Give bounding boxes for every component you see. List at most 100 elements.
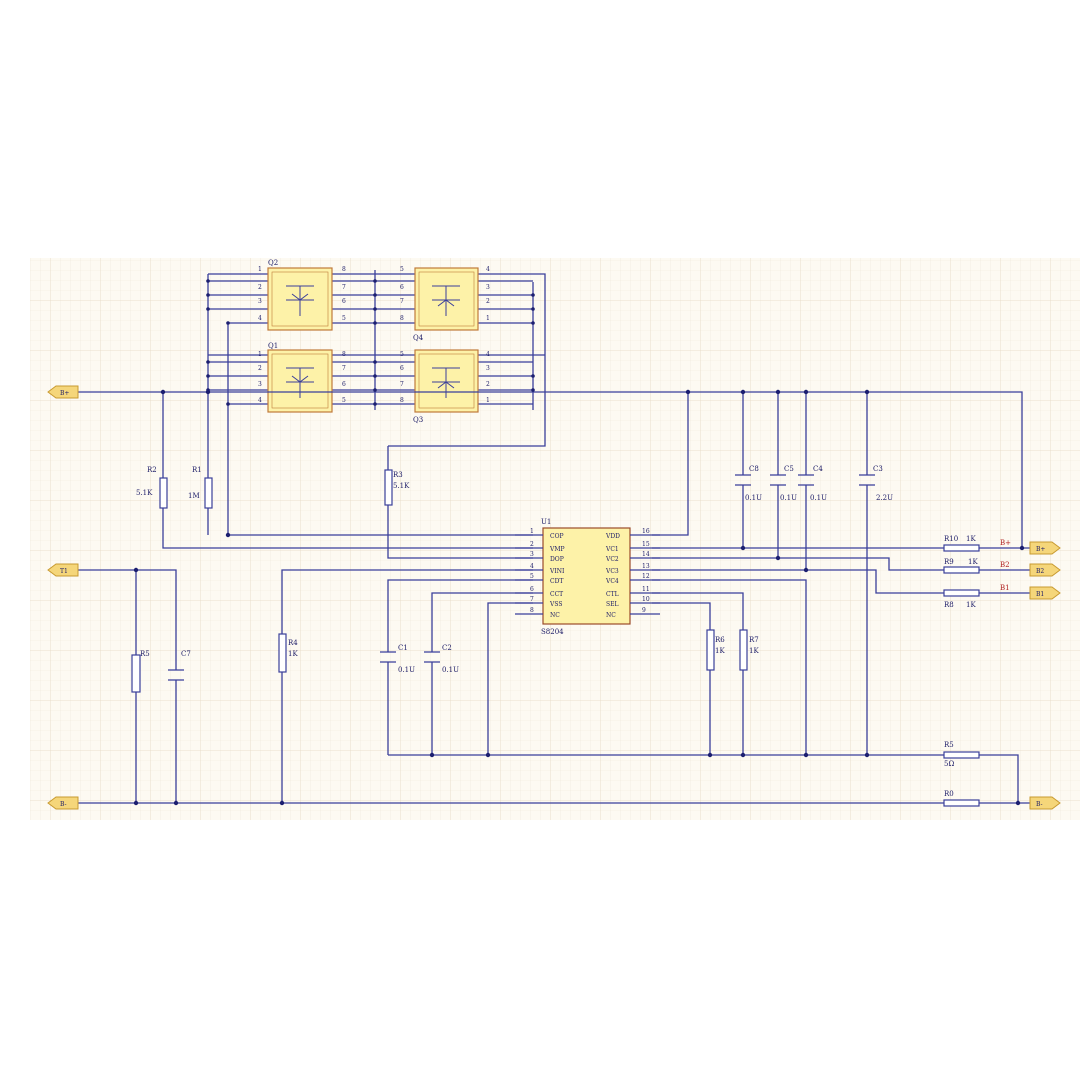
svg-text:1: 1 [530,528,534,535]
c1-value: 0.1U [398,666,415,674]
net-label-b2: B2 [1000,561,1010,569]
svg-text:2: 2 [258,365,262,372]
svg-text:8: 8 [342,351,346,358]
svg-text:10: 10 [642,596,650,603]
svg-text:5: 5 [342,397,346,404]
svg-text:VC2: VC2 [605,556,619,563]
svg-text:2: 2 [258,284,262,291]
port-bminus-right: B- [1029,796,1061,810]
svg-text:CDT: CDT [550,578,563,585]
svg-text:2: 2 [486,381,490,388]
q3-ref: Q3 [413,416,423,424]
svg-text:4: 4 [258,315,262,322]
svg-text:CCT: CCT [550,591,563,598]
net-label-bplus: B+ [1000,539,1011,547]
r2-ref: R2 [147,466,157,474]
svg-text:7: 7 [342,365,346,372]
svg-text:1: 1 [258,266,262,273]
svg-text:3: 3 [530,551,534,558]
resistor-r3: R3 5.1K [384,469,410,506]
r3-value: 5.1K [393,482,410,490]
c4-ref: C4 [813,465,823,473]
svg-text:8: 8 [400,397,404,404]
svg-text:5: 5 [342,315,346,322]
svg-text:B+: B+ [1036,546,1045,553]
svg-text:6: 6 [342,298,346,305]
port-b2: B2 [1029,563,1061,577]
mosfet-q4: Q4 [413,267,479,342]
svg-text:1: 1 [258,351,262,358]
rs-value: 5Ω [944,760,954,768]
svg-text:NC: NC [606,612,616,619]
resistor-rs: R5 5Ω [943,741,980,768]
resistor-r4: R4 1K [278,633,298,673]
svg-text:14: 14 [642,551,650,558]
c5-value: 0.1U [780,494,797,502]
svg-text:VMP: VMP [549,546,565,553]
svg-text:SEL: SEL [606,601,618,608]
svg-text:7: 7 [530,596,534,603]
svg-text:6: 6 [530,586,534,593]
svg-text:2: 2 [530,541,534,548]
svg-text:T1: T1 [60,568,68,575]
capacitor-c5: C5 0.1U [770,465,797,502]
resistor-r6: R6 1K [706,629,725,671]
resistor-r7: R7 1K [739,629,759,671]
r10-value: 1K [966,535,976,543]
mosfet-array: Q2 Q4 Q1 Q3 1 2 3 4 8 [207,259,546,535]
svg-text:5: 5 [400,266,404,273]
svg-text:CTL: CTL [606,591,619,598]
svg-text:VC4: VC4 [605,578,619,585]
c7-ref: C7 [181,650,191,658]
svg-text:8: 8 [342,266,346,273]
net-label-b1: B1 [1000,584,1010,592]
svg-text:1: 1 [486,397,490,404]
svg-text:NC: NC [550,612,560,619]
svg-text:6: 6 [400,284,404,291]
svg-text:VDD: VDD [605,533,620,540]
ic-ref: U1 [541,518,551,526]
r8-value: 1K [966,601,976,609]
resistor-r8: R8 1K [943,589,980,609]
svg-text:2: 2 [486,298,490,305]
r6-value: 1K [715,647,725,655]
c4-value: 0.1U [810,494,827,502]
junctions [133,279,1025,806]
r6-ref: R6 [715,636,725,644]
svg-text:VC1: VC1 [605,546,619,553]
capacitor-c8: C8 0.1U [735,465,762,502]
port-bplus-left: B+ [47,385,79,399]
r8-ref: R8 [944,601,954,609]
q1-ref: Q1 [268,342,278,350]
svg-text:4: 4 [486,266,490,273]
resistor-r1: R1 1M [188,466,213,509]
mosfet-q1: Q1 [267,342,333,413]
c2-ref: C2 [442,644,452,652]
port-bminus-left: B- [47,796,79,810]
r0-ref: R0 [944,790,954,798]
q2-ref: Q2 [268,259,278,267]
port-t1: T1 [47,563,79,577]
svg-text:VC3: VC3 [605,568,619,575]
r10-ref: R10 [944,535,958,543]
c8-value: 0.1U [745,494,762,502]
c3-value: 2.2U [876,494,893,502]
svg-text:6: 6 [400,365,404,372]
svg-text:16: 16 [642,528,650,535]
svg-text:4: 4 [486,351,490,358]
svg-text:7: 7 [342,284,346,291]
svg-text:8: 8 [530,607,534,614]
svg-text:15: 15 [642,541,650,548]
rs-ref: R5 [944,741,954,749]
c8-ref: C8 [749,465,759,473]
r4-ref: R4 [288,639,298,647]
svg-text:3: 3 [258,381,262,388]
svg-text:B2: B2 [1036,568,1044,575]
resistor-r0: R0 [943,790,980,807]
svg-text:12: 12 [642,573,650,580]
q4-ref: Q4 [413,334,424,342]
r7-value: 1K [749,647,759,655]
svg-text:7: 7 [400,298,404,305]
